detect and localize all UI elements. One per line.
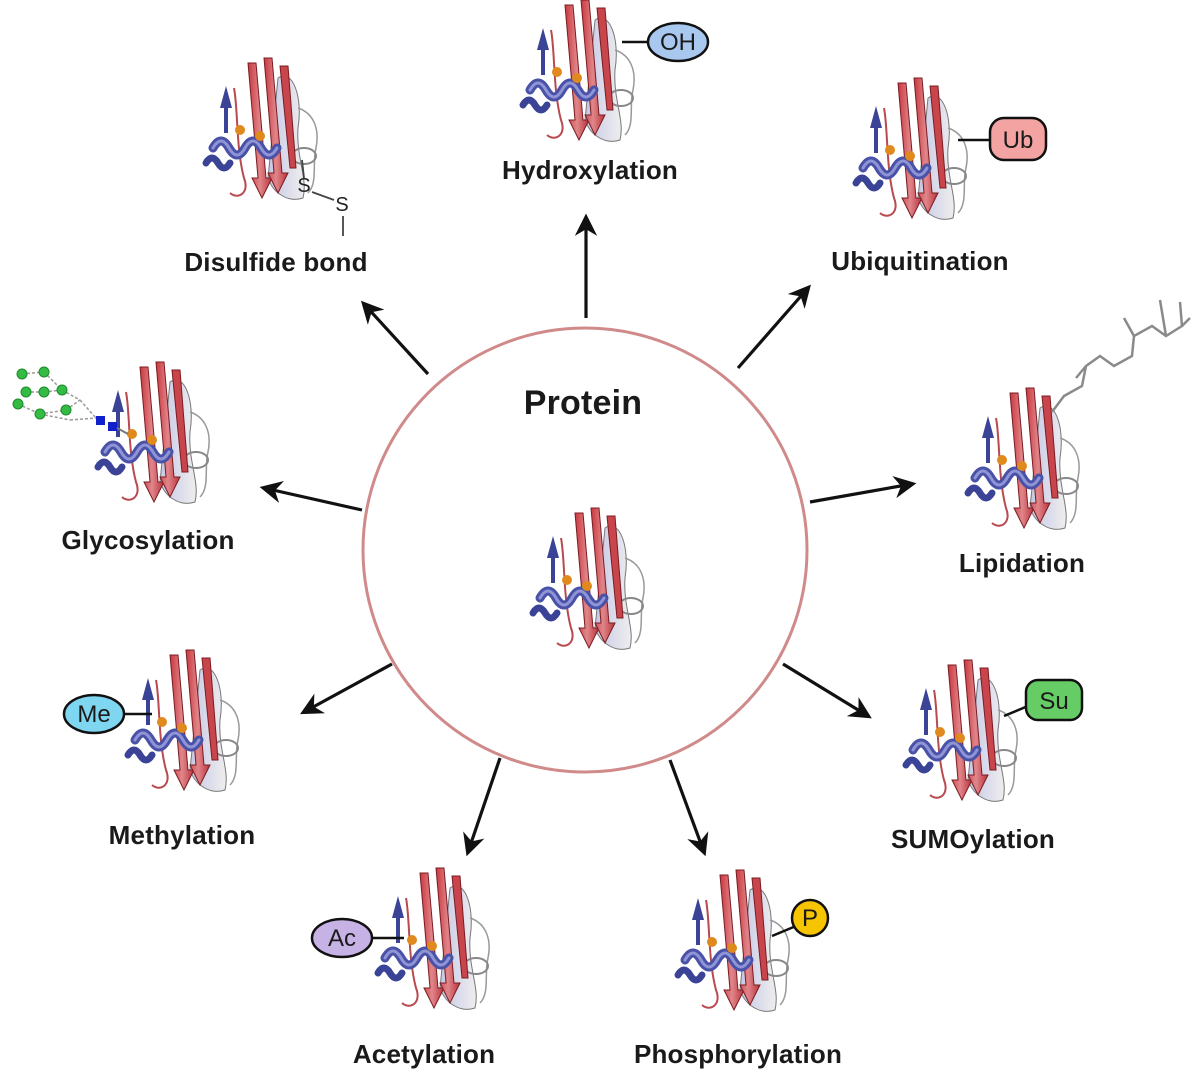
protein-hydroxylation-structure [523, 0, 634, 141]
label-lipidation: Lipidation [958, 548, 1086, 578]
arrow-acetylation [463, 757, 502, 857]
svg-text:Ac: Ac [328, 925, 356, 952]
svg-text:P: P [802, 905, 818, 932]
arrow-phosphorylation [668, 759, 709, 857]
svg-text:OH: OH [660, 29, 696, 56]
label-disulfide: Disulfide bond [184, 247, 368, 277]
arrow-disulfide [360, 300, 430, 376]
svg-text:S: S [297, 175, 310, 197]
arrow-glycosylation [259, 480, 363, 512]
tag-sumoylation: Su [1003, 678, 1084, 722]
arrow-methylation [300, 662, 393, 715]
protein-methylation-structure [128, 650, 239, 791]
arrow-lipidation [809, 476, 917, 504]
glycan-tree [12, 366, 129, 435]
label-hydroxylation: Hydroxylation [502, 155, 678, 185]
tag-methylation: Me [62, 693, 152, 735]
disulfide-bond: S S [297, 159, 349, 236]
arrow-sumoylation [782, 662, 872, 719]
label-glycosylation: Glycosylation [61, 525, 235, 555]
protein-sumoylation-structure [906, 660, 1017, 801]
svg-text:Me: Me [77, 701, 110, 728]
center-title: Protein [523, 384, 643, 422]
protein-lipidation-structure [968, 388, 1079, 529]
label-phosphorylation: Phosphorylation [633, 1039, 843, 1069]
arrow-ubiquitination [736, 284, 811, 370]
tag-acetylation: Ac [310, 917, 404, 959]
svg-text:Ub: Ub [1003, 127, 1034, 154]
lipid-chain [1051, 299, 1191, 413]
label-sumoylation: SUMOylation [891, 824, 1055, 854]
tag-ubiquitination: Ub [958, 116, 1048, 162]
label-acetylation: Acetylation [352, 1039, 496, 1069]
tag-hydroxylation: OH [622, 21, 710, 63]
protein-ubiquitination-structure [856, 78, 967, 219]
svg-text:S: S [335, 194, 348, 216]
protein-phosphorylation-structure [678, 870, 789, 1011]
protein-glycosylation-structure [98, 362, 209, 503]
label-ubiquitination: Ubiquitination [831, 246, 1009, 276]
svg-text:Su: Su [1039, 688, 1068, 715]
arrows [259, 213, 917, 857]
label-methylation: Methylation [108, 820, 256, 850]
tag-phosphorylation: P [771, 898, 830, 938]
